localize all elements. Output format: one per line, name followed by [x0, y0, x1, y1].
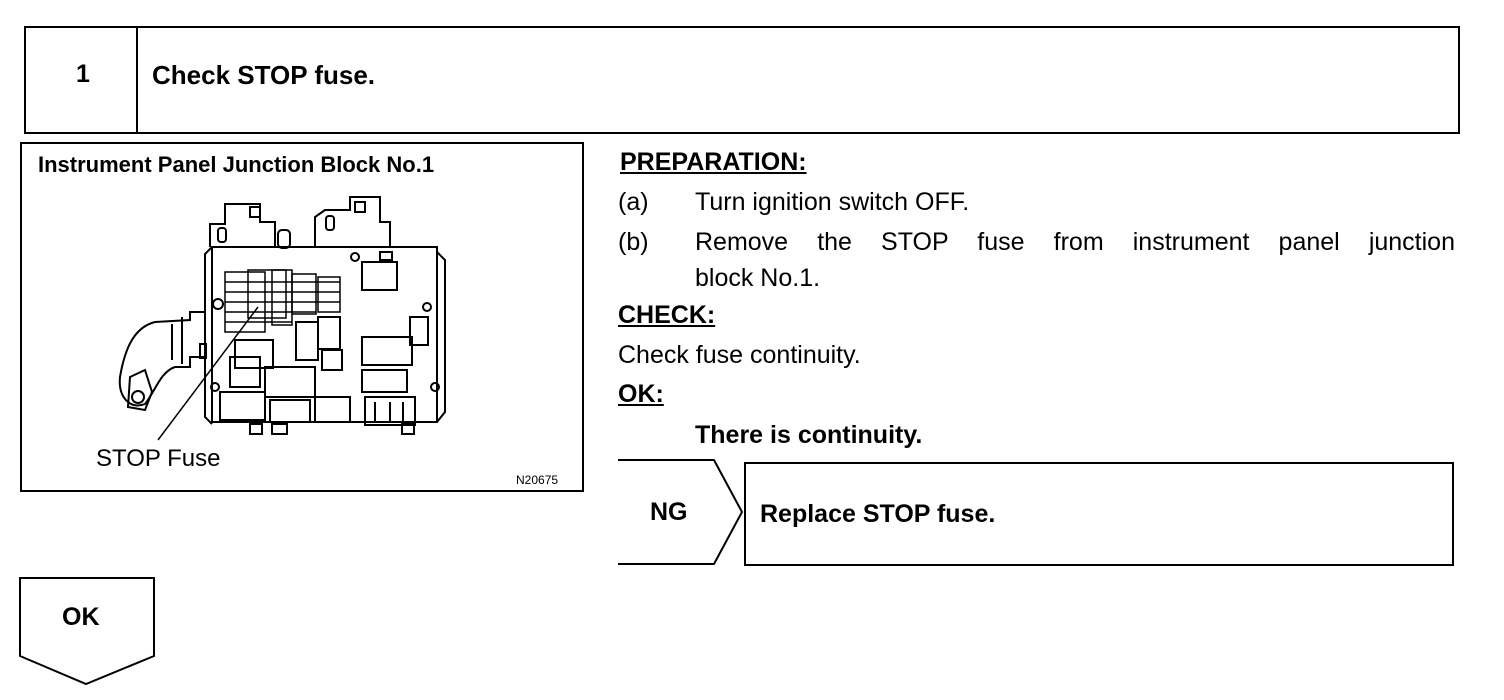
step-number: 1: [76, 60, 90, 88]
step-title: Check STOP fuse.: [152, 60, 376, 90]
ok-result-text: There is continuity.: [695, 421, 923, 449]
ok-branch-label: OK: [62, 603, 100, 631]
prep-a-text: Turn ignition switch OFF.: [695, 188, 970, 216]
figure-title: Instrument Panel Junction Block No.1: [38, 152, 435, 177]
prep-b-text-line1: Remove the STOP fuse from instrument pan…: [695, 228, 1455, 256]
ok-heading-text: OK:: [618, 380, 664, 408]
step-divider: [136, 26, 138, 134]
figure-box: [20, 142, 584, 492]
ng-action-box: [744, 462, 1454, 566]
ng-label: NG: [650, 498, 688, 526]
preparation-heading: PREPARATION:: [620, 150, 807, 175]
ng-arrow-shape: [618, 459, 744, 565]
ng-action-text: Replace STOP fuse.: [760, 500, 996, 528]
prep-a-marker: (a): [618, 188, 649, 216]
ok-heading: OK:: [618, 382, 664, 407]
prep-b-marker: (b): [618, 228, 649, 256]
check-text: Check fuse continuity.: [618, 341, 861, 369]
check-heading-text: CHECK:: [618, 301, 716, 329]
check-heading: CHECK:: [618, 303, 715, 328]
junction-block-diagram: [118, 196, 446, 441]
figure-code: N20675: [516, 473, 559, 487]
step-header: [24, 26, 1460, 134]
stop-fuse-callout: STOP Fuse: [96, 445, 221, 472]
prep-b-text-line2: block No.1.: [695, 264, 821, 292]
ok-arrow-shape: [19, 577, 155, 686]
preparation-heading-text: PREPARATION:: [620, 148, 807, 176]
